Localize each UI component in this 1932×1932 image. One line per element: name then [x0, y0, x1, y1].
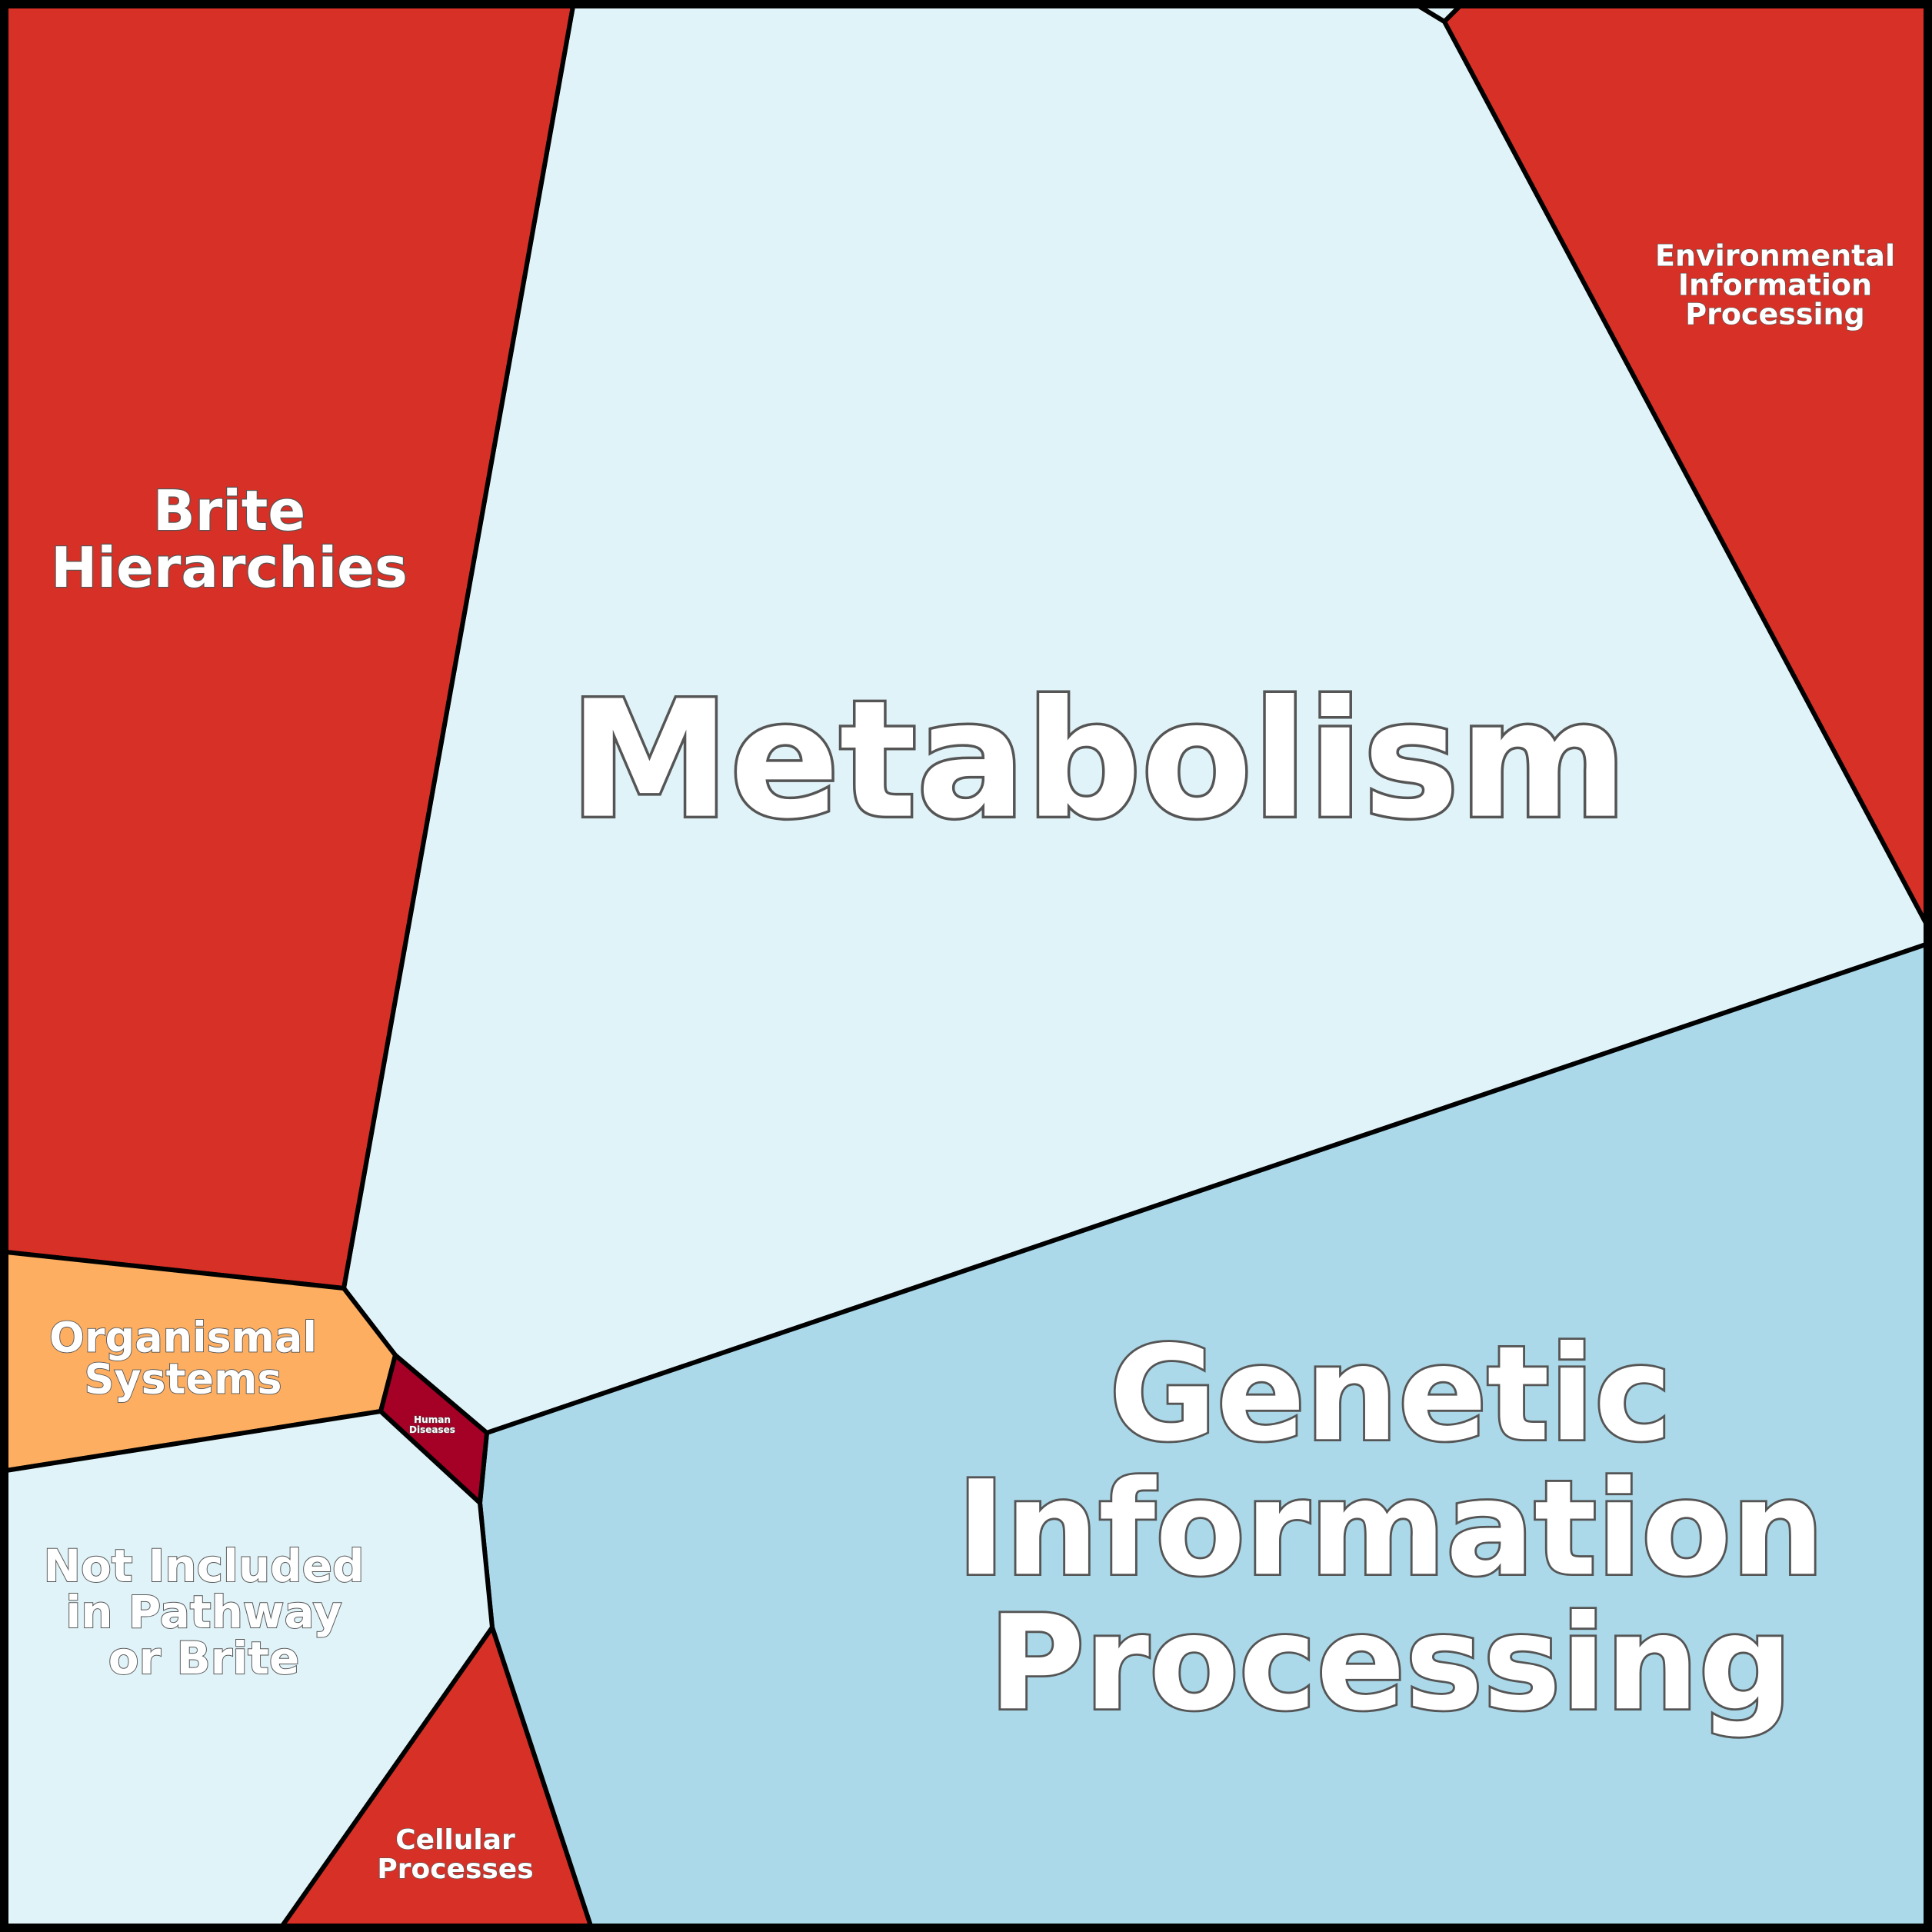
- label-brite-line-2: Hierarchies: [51, 535, 408, 600]
- label-notincluded-line-1: Not Included: [43, 1540, 364, 1592]
- label-human-line-2: Diseases: [409, 1424, 455, 1435]
- label-human-line-1: Human: [414, 1414, 451, 1425]
- label-metabolism-line-1: Metabolism: [569, 666, 1627, 854]
- label-environmental-line-3: Processing: [1685, 298, 1865, 331]
- region-human[interactable]: [378, 1353, 489, 1505]
- label-cellular-line-1: Cellular: [395, 1824, 515, 1856]
- label-notincluded-line-2: in Pathway: [65, 1586, 341, 1638]
- label-organismal-line-1: Organismal: [49, 1313, 317, 1361]
- label-notincluded-line-3: or Brite: [108, 1632, 299, 1684]
- label-cellular-line-2: Processes: [377, 1854, 533, 1885]
- label-organismal-line-2: Systems: [84, 1354, 281, 1403]
- label-metabolism: Metabolism: [569, 666, 1627, 854]
- label-genetic-line-3: Processing: [989, 1587, 1793, 1740]
- label-genetic-line-1: Genetic: [1109, 1318, 1671, 1471]
- label-genetic-line-2: Information: [957, 1453, 1824, 1605]
- label-brite-line-1: Brite: [153, 478, 305, 543]
- treemap-cells: [4, 4, 1928, 1928]
- label-environmental-line-2: Information: [1678, 268, 1872, 302]
- label-environmental-line-1: Environmental: [1655, 239, 1895, 273]
